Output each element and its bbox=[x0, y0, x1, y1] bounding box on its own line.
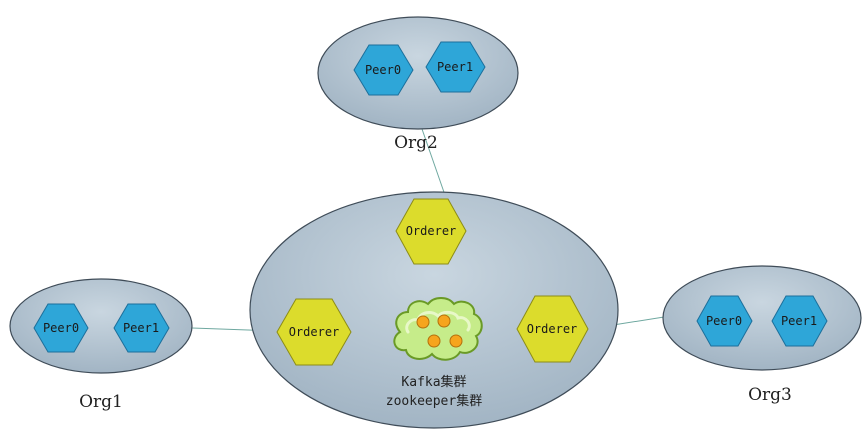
org2-peer1-node[interactable] bbox=[425, 41, 486, 93]
org1-group: Peer0 Peer1 Org1 bbox=[9, 278, 193, 412]
kafka-broker-node-4 bbox=[449, 334, 463, 348]
org2-group: Peer0 Peer1 Org2 bbox=[317, 16, 519, 153]
orderer-left-node[interactable] bbox=[276, 298, 352, 366]
org1-peer0-node[interactable] bbox=[33, 303, 89, 353]
org1-peer1-label: Peer1 bbox=[123, 321, 159, 335]
org2-label: Org2 bbox=[394, 133, 438, 153]
org1-label: Org1 bbox=[79, 392, 123, 412]
org3-group: Peer0 Peer1 Org3 bbox=[662, 265, 862, 405]
org2-peer0-node[interactable] bbox=[353, 44, 414, 96]
org3-peer1-node[interactable] bbox=[771, 295, 828, 347]
kafka-broker-node-3 bbox=[427, 334, 441, 348]
orderer-right-node[interactable] bbox=[516, 295, 589, 363]
kafka-cloud-highlight bbox=[405, 310, 471, 334]
orderer-top[interactable]: Orderer bbox=[395, 198, 467, 265]
org2-peer0-label: Peer0 bbox=[365, 63, 401, 77]
orderer-top-label: Orderer bbox=[406, 224, 457, 238]
org2-ellipse[interactable] bbox=[317, 16, 519, 130]
orderer-right[interactable]: Orderer bbox=[516, 295, 589, 363]
org3-ellipse[interactable] bbox=[662, 265, 862, 371]
org2-peer1-label: Peer1 bbox=[437, 60, 473, 74]
orderer-top-node[interactable] bbox=[395, 198, 467, 265]
org3-peer1-label: Peer1 bbox=[781, 314, 817, 328]
kafka-cluster[interactable]: Kafka集群 zookeeper集群 bbox=[386, 297, 483, 409]
orderer-right-label: Orderer bbox=[527, 322, 578, 336]
orderer-left[interactable]: Orderer bbox=[276, 298, 352, 366]
link-org2-orderer-top bbox=[421, 128, 447, 199]
kafka-broker-node-1 bbox=[416, 315, 430, 329]
org1-peer0-label: Peer0 bbox=[43, 321, 79, 335]
zookeeper-cluster-label: zookeeper集群 bbox=[386, 393, 482, 409]
org3-peer0-node[interactable] bbox=[696, 295, 753, 347]
org3-peer0-label: Peer0 bbox=[706, 314, 742, 328]
org3-label: Org3 bbox=[748, 385, 792, 405]
kafka-broker-node-2 bbox=[437, 314, 451, 328]
kafka-cluster-label: Kafka集群 bbox=[401, 374, 466, 390]
org1-peer1-node[interactable] bbox=[113, 303, 170, 353]
orderer-left-label: Orderer bbox=[289, 325, 340, 339]
